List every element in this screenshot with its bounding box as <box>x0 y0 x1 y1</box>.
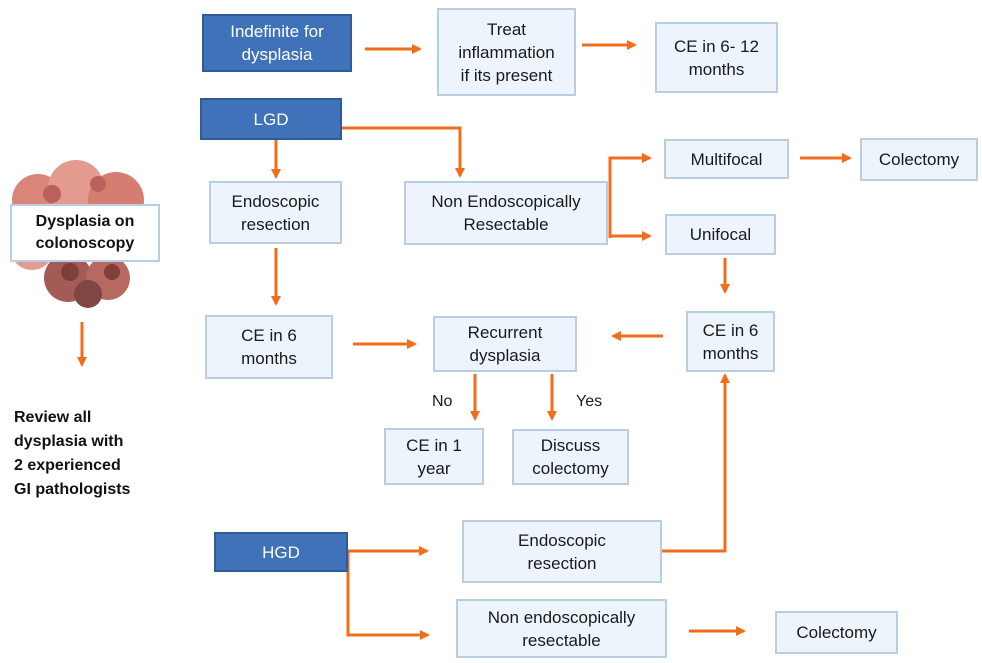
node-discuss-colectomy: Discuss colectomy <box>512 429 629 485</box>
arrow-lgd-to-nonendo <box>342 126 465 178</box>
arrow-endo-hgd-to-ce6 <box>662 373 730 553</box>
node-unifocal: Unifocal <box>665 214 776 255</box>
node-endoscopic-resection-hgd: Endoscopic resection <box>462 520 662 583</box>
node-multifocal: Multifocal <box>664 139 789 179</box>
node-non-endoscopically-resectable-hgd: Non endoscopically resectable <box>456 599 667 658</box>
review-pathologists-note: Review all dysplasia with 2 experienced … <box>14 409 131 498</box>
node-recurrent-dysplasia: Recurrent dysplasia <box>433 316 577 372</box>
node-endoscopic-resection-lgd: Endoscopic resection <box>209 181 342 244</box>
node-ce-6-12-months: CE in 6- 12 months <box>655 22 778 93</box>
node-ce-6-months-right: CE in 6 months <box>686 311 775 372</box>
node-lgd: LGD <box>200 98 342 140</box>
dysplasia-on-colonoscopy-box: Dysplasia on colonoscopy <box>10 204 160 262</box>
node-ce-6-months-left: CE in 6 months <box>205 315 333 379</box>
branch-label-no: No <box>432 393 453 410</box>
node-hgd: HGD <box>214 532 348 572</box>
node-colectomy-top: Colectomy <box>860 138 978 181</box>
branch-label-yes: Yes <box>576 393 603 410</box>
arrow-hgd-to-nonendo <box>346 551 430 640</box>
node-ce-in-1-year: CE in 1 year <box>384 428 484 485</box>
node-indefinite-for-dysplasia: Indefinite for dysplasia <box>202 14 352 72</box>
node-non-endoscopically-resectable-lgd: Non Endoscopically Resectable <box>404 181 608 245</box>
node-treat-inflammation: Treat inflammation if its present <box>437 8 576 96</box>
arrow-nonendo-to-multifocal <box>608 153 652 238</box>
node-colectomy-bottom: Colectomy <box>775 611 898 654</box>
